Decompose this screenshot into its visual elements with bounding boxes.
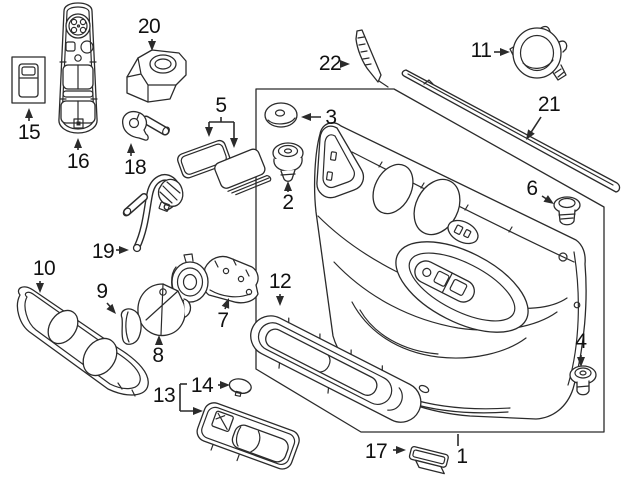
- part-small-cap: [120, 308, 142, 345]
- part-oval-washer: [264, 102, 298, 128]
- callout-2-arrowhead: [284, 181, 292, 191]
- callout-17-arrowhead: [396, 446, 406, 454]
- part-hook-handle: [122, 110, 170, 141]
- callout-15-arrowhead: [25, 108, 33, 118]
- part-lower-trim-garnish: [16, 286, 149, 397]
- callout-7-arrowhead: [221, 298, 230, 309]
- callout-16-arrowhead: [74, 138, 82, 148]
- callout-13-arrowhead: [193, 407, 203, 415]
- part-door-trim-panel: [313, 122, 587, 420]
- part-speaker-adapter: [137, 283, 192, 337]
- callout-12-arrowhead: [276, 296, 284, 306]
- callout-21-arrowhead: [526, 129, 535, 140]
- callout-5-arrowhead: [205, 127, 213, 137]
- part-handle-bracket: [171, 253, 259, 304]
- part-sail-trim: [355, 29, 389, 88]
- callout-3-arrowhead: [301, 113, 311, 121]
- part-push-clip: [272, 142, 304, 182]
- part-armrest-bezel: [250, 315, 422, 423]
- callout-20-arrowhead: [148, 41, 156, 51]
- callout-connectors: [25, 39, 585, 454]
- part-single-switch: [11, 56, 46, 104]
- callout-22-arrowhead: [340, 60, 350, 68]
- part-bracket-cup: [126, 49, 187, 103]
- callout-11-arrowhead: [500, 48, 510, 56]
- callout-4-arrowhead: [577, 357, 585, 367]
- callout-14-arrowhead: [220, 381, 230, 389]
- callout-8-arrowhead: [155, 335, 163, 345]
- part-panel-clip: [569, 365, 597, 396]
- part-switch-bezel: [196, 402, 300, 470]
- part-screw-grommet: [553, 196, 581, 226]
- callout-6-arrowhead: [543, 195, 554, 204]
- callout-19-arrowhead: [119, 246, 129, 254]
- callout-5-arrowhead: [230, 138, 238, 148]
- callout-18-arrowhead: [127, 143, 135, 153]
- part-master-window-switch: [58, 2, 98, 134]
- part-lock-cable: [122, 174, 184, 253]
- part-courtesy-lamp: [408, 445, 449, 475]
- part-trim-flaps: [177, 139, 272, 196]
- part-blank-cap: [228, 378, 252, 397]
- part-belt-molding-strip: [401, 69, 621, 193]
- part-speaker-trim-ring: [509, 25, 568, 81]
- callout-9-arrowhead: [106, 303, 116, 314]
- callout-10-arrowhead: [36, 283, 44, 293]
